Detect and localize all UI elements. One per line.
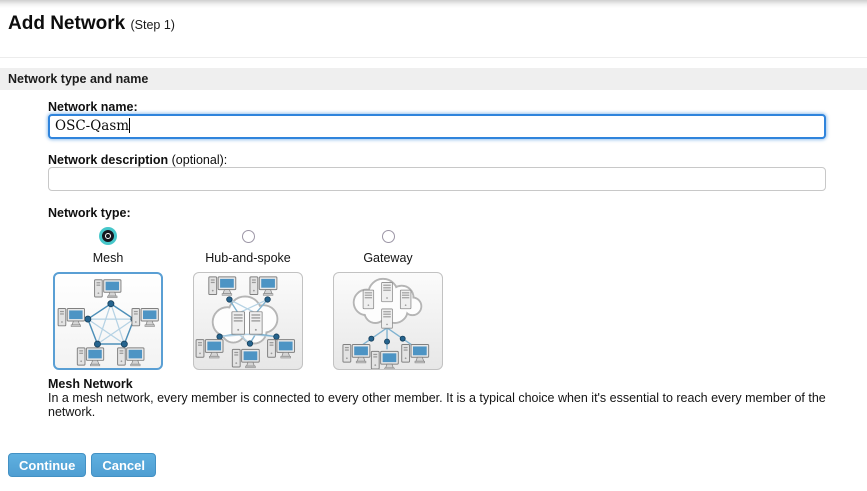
network-description-label: Network description (optional): [48,153,228,167]
network-name-label: Network name: [48,100,138,114]
selected-type-title: Mesh Network [48,377,133,391]
hub-and-spoke-topology-icon [195,276,296,369]
continue-button[interactable]: Continue [8,453,87,477]
network-description-input[interactable] [48,167,826,191]
hub-and-spoke-topology-image[interactable] [193,272,303,370]
type-option-mesh: Mesh [53,226,163,370]
cancel-button[interactable]: Cancel [91,453,156,477]
gateway-radio[interactable] [381,229,395,243]
page-step: (Step 1) [130,18,175,32]
mesh-radio-wrap [102,226,114,246]
section-header: Network type and name [0,68,867,90]
gateway-radio-wrap [381,226,395,246]
divider [0,57,867,58]
top-shadow [0,0,867,8]
selected-type-description: In a mesh network, every member is conne… [48,391,826,419]
network-type-options: Mesh [53,226,443,370]
hub-radio-label: Hub-and-spoke [205,251,291,265]
page-title: Add Network (Step 1) [8,13,175,35]
form-actions: Continue Cancel [8,453,156,477]
mesh-topology-image[interactable] [53,272,163,370]
gateway-topology-icon [342,277,430,369]
network-name-value: OSC-Qasm [55,118,130,134]
mesh-radio[interactable] [102,230,114,242]
page-title-text: Add Network [8,13,126,34]
text-cursor [129,118,131,133]
gateway-radio-label: Gateway [363,251,413,265]
type-option-gateway: Gateway [333,226,443,370]
network-name-input[interactable]: OSC-Qasm [48,114,826,139]
hub-radio-wrap [241,226,255,246]
hub-and-spoke-radio[interactable] [241,229,255,243]
type-option-hub-and-spoke: Hub-and-spoke [193,226,303,370]
network-type-label: Network type: [48,206,131,220]
mesh-radio-label: Mesh [92,251,124,265]
mesh-topology-icon [57,279,159,367]
gateway-topology-image[interactable] [333,272,443,370]
